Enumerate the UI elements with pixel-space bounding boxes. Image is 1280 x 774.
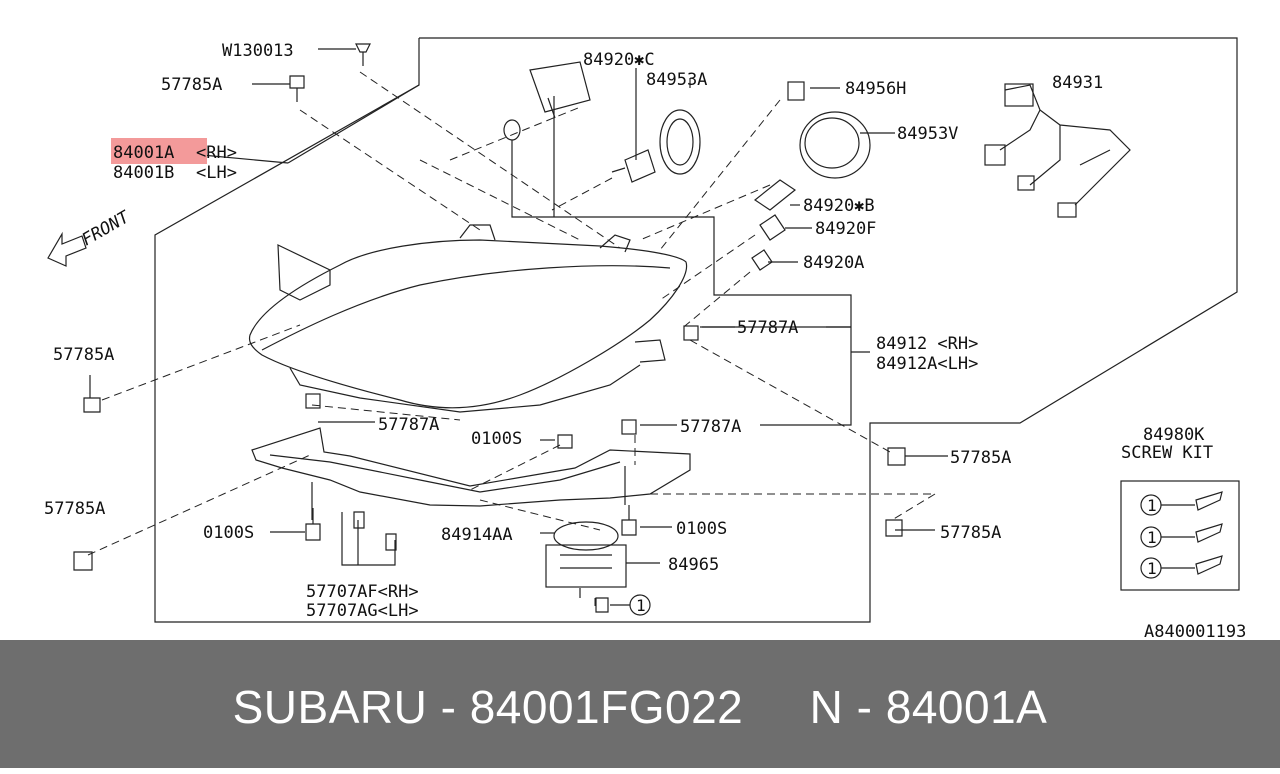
label-57785a-top: 57785A <box>161 75 222 95</box>
label-84965: 84965 <box>668 555 719 575</box>
label-84912a: 84912A<LH> <box>876 354 978 374</box>
kit-screw-1 <box>1195 491 1223 511</box>
kit-screw-3 <box>1195 555 1223 575</box>
label-84980k: 84980K <box>1143 425 1205 445</box>
label-84001a: 84001A <box>113 143 174 163</box>
label-84956h: 84956H <box>845 79 906 99</box>
part-highlight <box>111 138 207 164</box>
circle-one-label-kit-3: 1 <box>1147 559 1157 578</box>
label-84914aa: 84914AA <box>441 525 513 545</box>
label-57785a-bl: 57785A <box>44 499 105 519</box>
cap-84953v <box>799 111 871 179</box>
nut-57787a-mid <box>305 393 321 409</box>
screw-57785a-r1 <box>887 447 906 466</box>
label-front: FRONT <box>79 207 135 251</box>
label-84953a: 84953A <box>646 70 707 90</box>
label-84920f: 84920F <box>815 219 876 239</box>
part-number-footer: SUBARU - 84001FG022 N - 84001A <box>0 640 1280 768</box>
label-57707af: 57707AF<RH> <box>306 582 419 602</box>
screw-57785a-r2 <box>885 519 903 537</box>
label-84953v: 84953V <box>897 124 958 144</box>
label-lh-b: <LH> <box>196 163 237 183</box>
screw-57785a-left <box>83 375 101 413</box>
nut-57787a-right <box>683 325 699 341</box>
ballast-unit <box>545 544 627 588</box>
label-84920b: 84920✱B <box>803 196 875 216</box>
bulb-84920b <box>753 179 797 211</box>
screw-kit-box <box>1120 480 1240 591</box>
label-84912: 84912 <RH> <box>876 334 978 354</box>
label-0100s-left: 0100S <box>203 523 254 543</box>
label-57707ag: 57707AG<LH> <box>306 601 419 621</box>
label-84001b: 84001B <box>113 163 174 183</box>
circle-one-label-kit-2: 1 <box>1147 528 1157 547</box>
headlamp-exploded-view: W130013 57785A 84001A <RH> 84001B <LH> F… <box>44 37 1246 640</box>
bulb-84920f <box>759 214 786 241</box>
screw-0100s-left <box>305 508 321 541</box>
label-0100s-top: 0100S <box>471 429 522 449</box>
front-arrow <box>47 231 87 267</box>
leveling-motor <box>529 61 591 119</box>
screw-ballast <box>595 597 609 613</box>
reference-code: A840001193 <box>1144 622 1246 640</box>
screw-top <box>289 75 305 102</box>
parts-diagram: W130013 57785A 84001A <RH> 84001B <LH> F… <box>44 37 1247 640</box>
bulb-84956h <box>787 81 805 101</box>
label-w130013: W130013 <box>222 41 294 61</box>
harness-84931 <box>999 84 1131 206</box>
label-84920a: 84920A <box>803 253 864 273</box>
label-57785a-r2: 57785A <box>940 523 1001 543</box>
label-screw-kit: SCREW KIT <box>1121 443 1213 463</box>
label-57785a-left: 57785A <box>53 345 114 365</box>
label-0100s-right: 0100S <box>676 519 727 539</box>
screw-57785a-bl <box>73 551 93 571</box>
headlamp-housing <box>248 239 688 409</box>
bulb-84920a <box>751 249 773 271</box>
label-84920c: 84920✱C <box>583 50 655 70</box>
label-57787a-right: 57787A <box>737 318 798 338</box>
screw-0100s-top <box>557 434 573 449</box>
assembly-outline <box>154 37 1238 623</box>
kit-screw-2 <box>1195 523 1223 543</box>
part-number-text: SUBARU - 84001FG022 N - 84001A <box>232 681 1048 733</box>
label-rh-a: <RH> <box>196 143 237 163</box>
screw-0100s-right <box>621 505 637 536</box>
nut-57787a-mid2 <box>621 419 637 435</box>
clip-w130013 <box>355 43 371 66</box>
clip-57707 <box>353 511 397 551</box>
o-ring <box>503 119 521 141</box>
circle-one-label-ballast: 1 <box>636 596 646 615</box>
label-84931: 84931 <box>1052 73 1103 93</box>
circle-one-label-kit-1: 1 <box>1147 496 1157 515</box>
label-57787a-mid: 57787A <box>378 415 439 435</box>
bulb-84920c <box>611 149 656 183</box>
label-57787a-mid2: 57787A <box>680 417 741 437</box>
label-57785a-r1: 57785A <box>950 448 1011 468</box>
seal-84953a <box>659 109 701 175</box>
